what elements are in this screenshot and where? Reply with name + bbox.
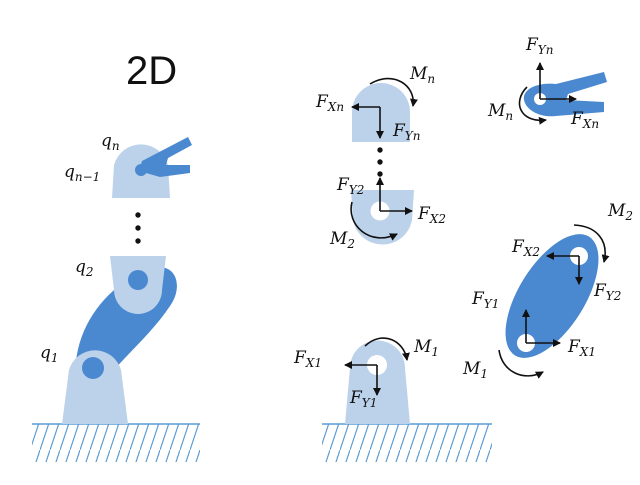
gripper-free-body bbox=[518, 62, 607, 125]
label-fx1-link2: FX1 bbox=[567, 337, 596, 359]
label-fy2-link2: FY2 bbox=[593, 281, 621, 303]
moment-mn-gripper-arrow bbox=[518, 86, 547, 125]
moment-m2-link2-arrow bbox=[573, 224, 610, 263]
link-n-free-body bbox=[350, 77, 418, 245]
ground-left bbox=[32, 423, 200, 462]
label-fxn-gripper: FXn bbox=[570, 109, 599, 131]
label-fx1-base: FX1 bbox=[293, 348, 322, 370]
joint-q1 bbox=[82, 357, 104, 379]
moment-m1-link2-arrow bbox=[498, 349, 544, 379]
label-m2-middle: M2 bbox=[329, 229, 355, 251]
label-qn: qn bbox=[101, 131, 120, 153]
label-q1: q1 bbox=[40, 343, 59, 365]
label-q2: q2 bbox=[75, 257, 94, 279]
base-free-body bbox=[322, 337, 492, 462]
moment-m1-base-arrow bbox=[364, 337, 410, 361]
diagram-title: 2D bbox=[126, 49, 177, 93]
label-fyn-gripper: FYn bbox=[525, 35, 553, 57]
assembled-arm bbox=[32, 137, 200, 462]
label-qn-1: qn−1 bbox=[64, 162, 100, 184]
label-fy2-middle: FY2 bbox=[336, 175, 364, 197]
label-fx2-link2: FX2 bbox=[511, 237, 540, 259]
link-n-piece bbox=[352, 83, 410, 142]
label-m1-base: M1 bbox=[413, 337, 439, 359]
link-2-free-body bbox=[498, 224, 610, 379]
label-fyn-middle: FYn bbox=[392, 121, 420, 143]
label-fy1-base: FY1 bbox=[349, 388, 377, 410]
moment-m2-arrow bbox=[350, 201, 398, 241]
gripper-piece bbox=[523, 72, 607, 117]
label-m1-link2: M1 bbox=[462, 359, 488, 381]
label-mn-gripper: Mn bbox=[487, 101, 513, 123]
label-m2-link2: M2 bbox=[607, 201, 633, 223]
label-fy1-link2: FY1 bbox=[471, 289, 499, 311]
label-mn-middle: Mn bbox=[409, 64, 435, 86]
moment-mn-arrow bbox=[369, 77, 418, 107]
gripper-left bbox=[139, 137, 192, 177]
label-fx2-middle: FX2 bbox=[417, 204, 446, 226]
arm-base bbox=[62, 350, 128, 424]
ellipsis-dots-middle bbox=[377, 147, 383, 177]
label-fxn-middle: FXn bbox=[315, 92, 344, 114]
ellipsis-dots-left bbox=[135, 212, 141, 244]
joint-q2 bbox=[128, 270, 148, 290]
link-2-piece bbox=[505, 234, 599, 358]
